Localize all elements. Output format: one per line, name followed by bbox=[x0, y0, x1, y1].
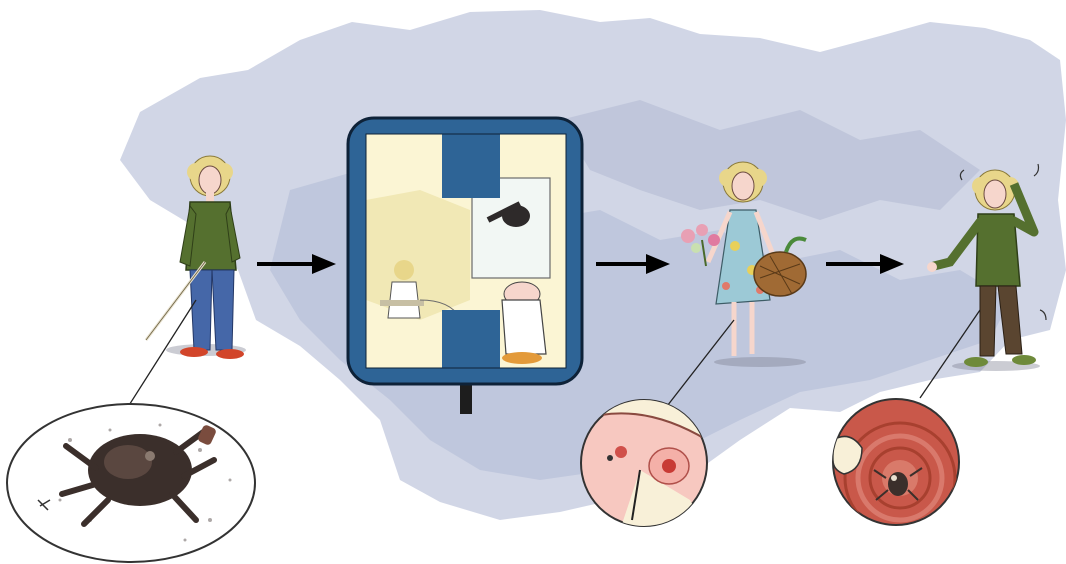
tick-bite-skin-icon bbox=[581, 400, 707, 530]
tick-embedded-skin-icon bbox=[833, 399, 959, 533]
hospital-sign bbox=[348, 118, 582, 414]
sign-letter-h-top bbox=[442, 134, 500, 198]
tick-magnified-icon bbox=[7, 404, 255, 562]
sign-letter-h-bottom bbox=[442, 310, 500, 368]
